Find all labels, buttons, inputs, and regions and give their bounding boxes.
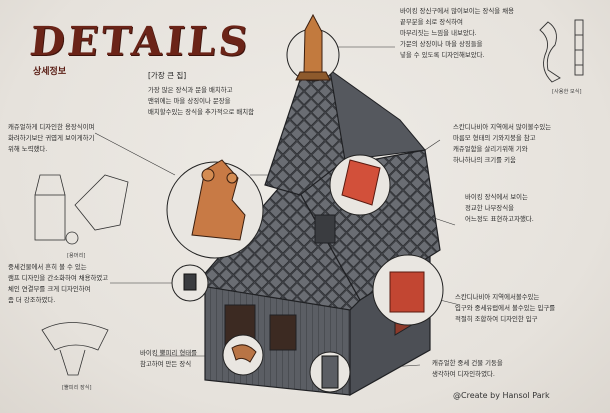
note-heading-largest-house: [가장 큰 집] bbox=[148, 71, 187, 80]
note-pillar: 캐쥬얼한 중세 건물 기둥을 생각하여 디자인하였다. bbox=[432, 359, 503, 378]
callout-dragon bbox=[166, 159, 264, 259]
horn-sketch bbox=[41, 322, 109, 376]
note-horn: 바이킹 뿔피리 형태를 참고하여 만든 장식 bbox=[140, 349, 197, 368]
callout-horn bbox=[222, 334, 264, 376]
dragon-sketch bbox=[34, 174, 129, 245]
note-roof: 스칸디나비아 지역에서 많이볼수있는 마름모 형태의 기와지붕을 참고 캐쥬얼함… bbox=[453, 123, 552, 164]
caption-spearhead: [사용한 모식] bbox=[552, 89, 582, 95]
callout-lamp bbox=[171, 264, 209, 302]
callout-roof-tiles bbox=[329, 154, 391, 216]
caption-horn: [뿔피리 장식] bbox=[62, 385, 92, 391]
page-subtitle: 상세정보 bbox=[33, 67, 67, 77]
note-entrance: 스칸디나비아 지역에서볼수있는 입구와 중세유럽에서 볼수있는 입구를 적절히 … bbox=[455, 293, 556, 323]
note-dragon: 캐쥬얼하게 디자인한 용장식이며 화려하기보단 귀엽게 보이게하기 위해 노력했… bbox=[8, 123, 95, 153]
callout-spire bbox=[286, 13, 340, 82]
note-largest-house: 가장 많은 장식과 문을 배치하고 맨위에는 마을 상징이나 문장을 배치할수있… bbox=[148, 86, 255, 116]
spearhead-sketch bbox=[539, 19, 584, 83]
note-wood: 바이킹 장식에서 보이는 정교한 나무장식을 어느정도 표현하고자했다. bbox=[465, 193, 534, 223]
callout-entrance bbox=[372, 254, 444, 326]
note-lamp: 중세건물에서 흔히 볼 수 있는 램프 디자인을 간소화하여 채용하였고 체인 … bbox=[8, 263, 109, 304]
caption-dragon: [용머리] bbox=[67, 253, 86, 259]
credit: @Create by Hansol Park bbox=[453, 391, 550, 400]
note-spire: 바이킹 장신구에서 많이보이는 장식을 채용 끝부분을 쇠로 장식하여 마무리짓… bbox=[400, 7, 514, 59]
callout-pillar bbox=[309, 351, 351, 393]
